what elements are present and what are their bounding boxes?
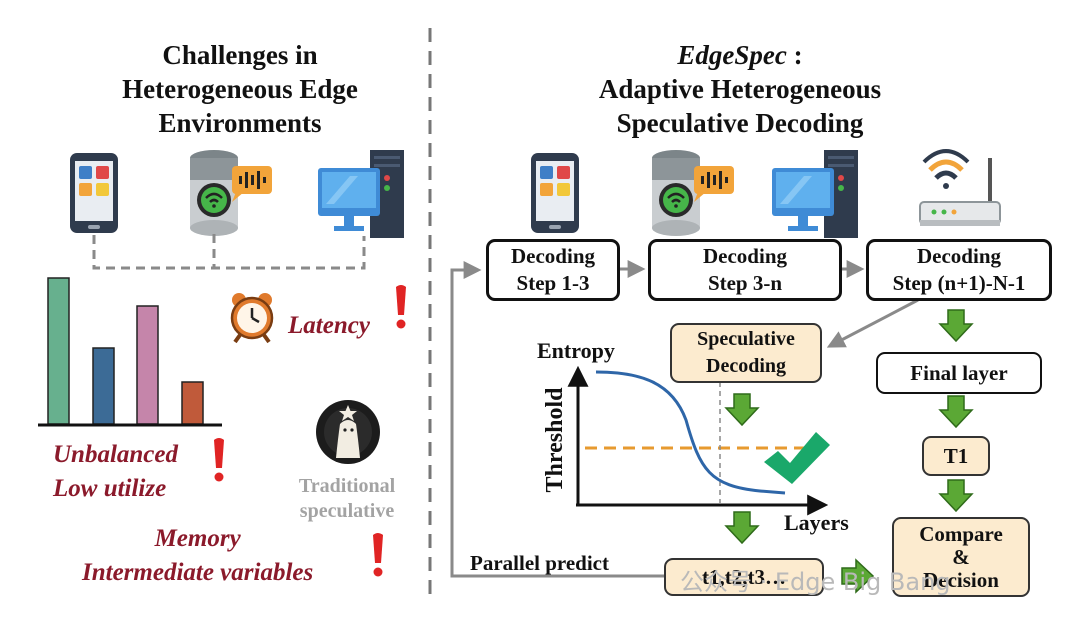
wifi-router-icon [920,151,1000,226]
green-arrow-down-icon [725,393,759,426]
utilization-bars [38,277,222,427]
entropy-graph [567,365,829,516]
desktop-pc-icon [318,150,404,238]
graph-side-label: Threshold [542,387,568,493]
step-1-line-2: Step 1-3 [516,271,590,295]
decoding-step-2-box: Decoding Step 3-n [648,239,842,301]
bar-green [47,277,70,425]
parallel-predict-label: Parallel predict [470,551,609,575]
checkmark-icon [764,432,830,484]
compare-line-2: & [952,544,970,569]
traditional-line-1: Traditional [298,475,396,497]
speculative-line-2: Decoding [706,355,786,377]
compare-line-3: Decision [923,567,999,592]
decoding-step-3-box: Decoding Step (n+1)-N-1 [866,239,1052,301]
memory-label: Memory Intermediate variables [82,522,313,590]
title-colon: : [786,40,803,70]
traditional-speculative-label: Traditional speculative [282,474,412,524]
memory-line-2: Intermediate variables [82,559,314,586]
smart-speaker-icon-right [650,148,734,238]
device-connection-lines [92,234,366,270]
edgespec-name: EdgeSpec [677,40,787,70]
parallel-predict-loop-arrow [450,261,668,578]
unbalanced-alert-icon [214,438,224,482]
desktop-pc-icon-right [772,150,858,238]
final-layer-box: Final layer [876,352,1042,394]
entropy-curve [595,370,786,495]
green-arrow-down-icon [939,309,973,342]
traditional-line-2: speculative [299,500,395,522]
left-title-line-1: Challenges in [162,40,318,70]
left-title-line-3: Environments [158,108,322,138]
right-title-line-3: Speculative Decoding [616,108,864,138]
right-title-line-2: Adaptive Heterogeneous [598,74,882,104]
compare-decision-box: Compare & Decision [892,517,1030,597]
starbucks-logo-icon [316,400,380,464]
right-title-line-1: EdgeSpec : [540,38,940,72]
smartphone-icon [70,153,118,233]
alarm-clock-icon [230,293,274,344]
watermark-text: 公众号 · Edge Big Bang [680,568,951,596]
bar-orange [181,381,204,425]
t1-box: T1 [922,436,990,476]
memory-line-1: Memory [154,525,241,552]
unbalanced-line-2: Low utilize [53,475,167,502]
decoding-step-1-box: Decoding Step 1-3 [486,239,620,301]
compare-line-1: Compare [919,521,1003,546]
unbalanced-line-1: Unbalanced [53,441,178,468]
graph-x-label: Layers [784,510,849,535]
tokens-label: t1,t2,t3… [702,564,786,589]
step-1-line-1: Decoding [511,244,595,268]
speculative-decoding-box: Speculative Decoding [670,323,822,383]
right-title: EdgeSpec : Adaptive Heterogeneous Specul… [540,38,940,140]
tokens-box: t1,t2,t3… [664,558,824,596]
speculative-line-1: Speculative [697,328,795,350]
t1-label: T1 [943,443,969,468]
step-3-line-1: Decoding [917,244,1001,268]
bar-pink [136,305,159,425]
final-layer-label: Final layer [910,360,1008,385]
unbalanced-label: Unbalanced Low utilize [53,438,178,506]
green-arrow-down-icon [939,395,973,428]
graph-top-label: Entropy [537,338,615,363]
step-2-line-1: Decoding [703,244,787,268]
smart-speaker-icon [188,148,272,238]
latency-alert-icon [396,285,406,329]
left-title: Challenges in Heterogeneous Edge Environ… [60,38,420,140]
latency-label: Latency [288,312,370,339]
smartphone-icon-right [531,153,579,233]
bar-blue [92,347,115,425]
step-2-line-2: Step 3-n [707,271,783,295]
arrow-step3-to-speculative [826,298,919,348]
green-arrow-down-icon [939,479,973,512]
step-3-line-2: Step (n+1)-N-1 [892,271,1026,295]
memory-alert-icon [373,533,383,577]
green-arrow-down-icon [725,511,759,544]
left-title-line-2: Heterogeneous Edge [122,74,358,104]
